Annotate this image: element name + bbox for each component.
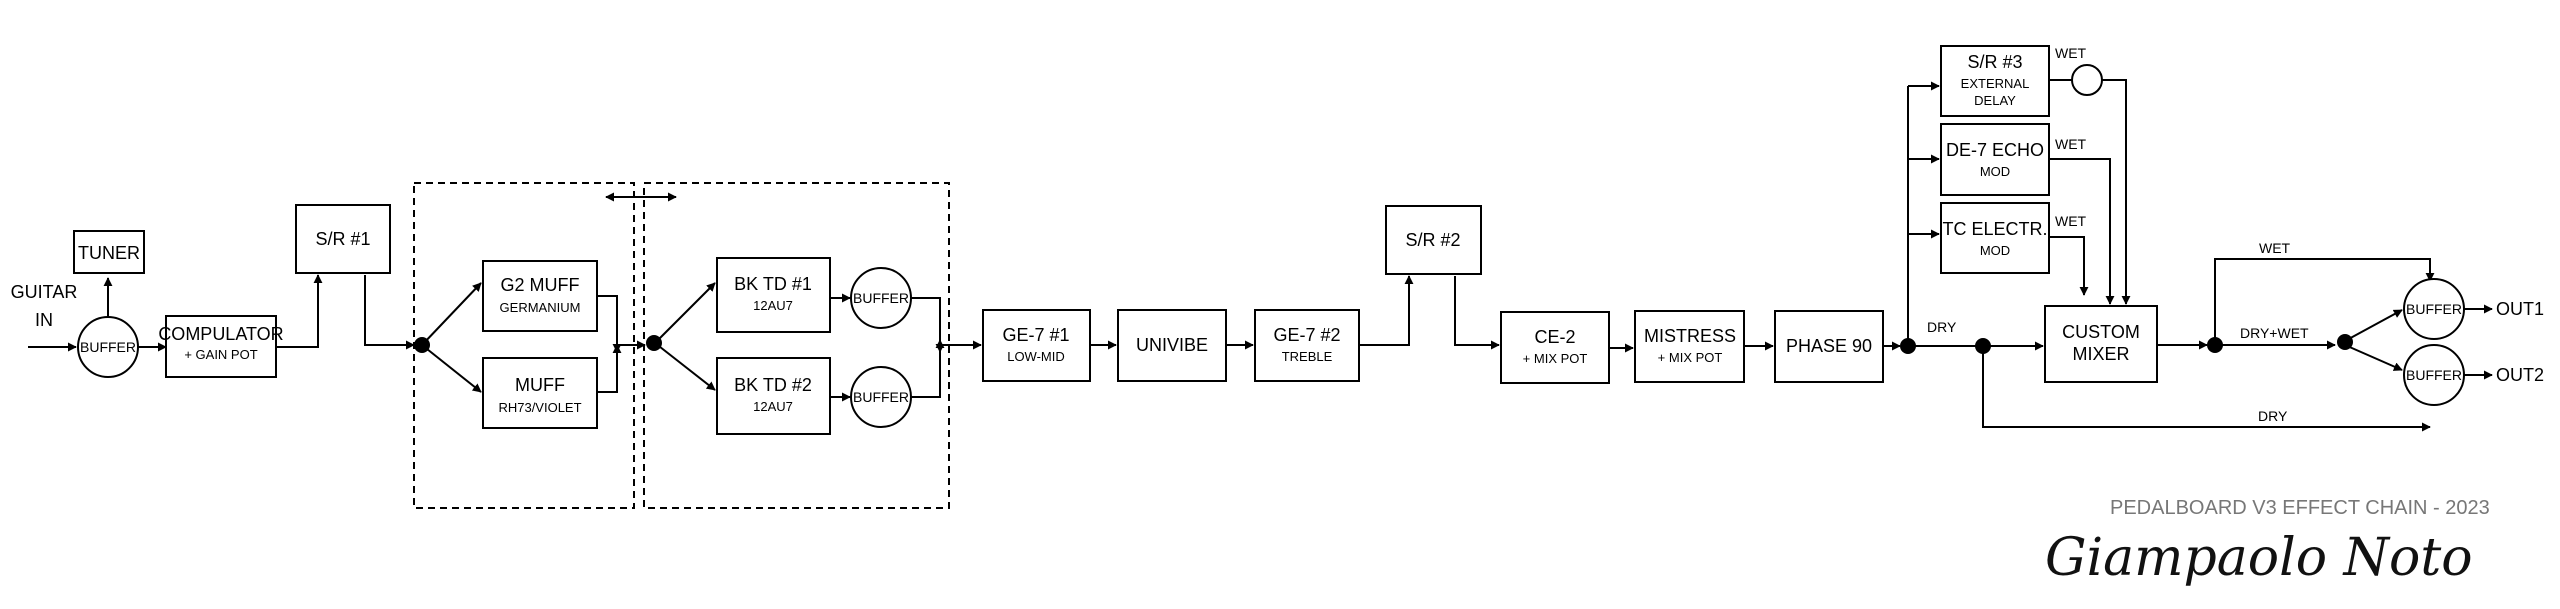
muff-box: MUFF RH73/VIOLET <box>482 357 598 429</box>
custom-mixer-label-1: CUSTOM <box>2062 322 2140 342</box>
sr1-box: S/R #1 <box>295 204 391 274</box>
dry-wet-label: DRY+WET <box>2240 325 2309 341</box>
connection-lines <box>28 79 2493 432</box>
mistress-label: MISTRESS <box>1644 326 1736 346</box>
compulator-label: COMPULATOR <box>158 324 283 344</box>
g2-muff-sublabel: GERMANIUM <box>500 300 581 315</box>
ce2-box: CE-2 + MIX POT <box>1500 311 1610 384</box>
sr3-label: S/R #3 <box>1967 52 2022 72</box>
dry-label-main: DRY <box>1927 319 1957 335</box>
buffer-td1-label: BUFFER <box>853 290 909 306</box>
bk-td2-label: BK TD #2 <box>734 375 812 395</box>
tc-electr-sublabel: MOD <box>1980 243 2010 258</box>
bk-td1-box: BK TD #1 12AU7 <box>716 257 831 333</box>
ge7-1-box: GE-7 #1 LOW-MID <box>982 309 1091 382</box>
buffer-out2-circle: BUFFER <box>2403 344 2465 406</box>
ce2-sublabel: + MIX POT <box>1523 351 1588 366</box>
custom-mixer-label-2: MIXER <box>2072 344 2129 364</box>
wet-label-de7: WET <box>2055 136 2087 152</box>
buffer-out2-label: BUFFER <box>2406 367 2462 383</box>
guitar-in-label-line1: GUITAR <box>11 282 78 302</box>
ge7-1-label: GE-7 #1 <box>1002 325 1069 345</box>
dry-label-bypass: DRY <box>2258 408 2288 424</box>
out1-label: OUT1 <box>2496 299 2544 319</box>
sr3-sublabel-2: DELAY <box>1974 93 2016 108</box>
buffer-out1-circle: BUFFER <box>2403 278 2465 340</box>
ge7-2-label: GE-7 #2 <box>1273 325 1340 345</box>
sr2-label: S/R #2 <box>1405 230 1460 250</box>
de7-echo-box: DE-7 ECHO MOD <box>1940 123 2050 196</box>
buffer-in-label: BUFFER <box>80 339 136 355</box>
bk-td2-sublabel: 12AU7 <box>753 399 793 414</box>
mistress-box: MISTRESS + MIX POT <box>1634 310 1745 383</box>
sr2-box: S/R #2 <box>1385 205 1482 275</box>
credit-text: PEDALBOARD V3 EFFECT CHAIN - 2023 <box>2110 497 2490 519</box>
dashed-group-fuzz <box>413 182 635 509</box>
sr3-box: S/R #3 EXTERNAL DELAY <box>1940 45 2050 117</box>
bk-td1-label: BK TD #1 <box>734 274 812 294</box>
custom-mixer-box: CUSTOM MIXER <box>2044 305 2158 383</box>
ce2-label: CE-2 <box>1534 327 1575 347</box>
signature: Giampaolo Noto <box>2045 528 2473 588</box>
ge7-1-sublabel: LOW-MID <box>1007 349 1065 364</box>
guitar-in-label-line2: IN <box>35 310 53 330</box>
tuner-label: TUNER <box>78 243 140 263</box>
sr3-level-knob <box>2071 64 2103 96</box>
tc-electr-label: TC ELECTR. <box>1942 219 2047 239</box>
ge7-2-sublabel: TREBLE <box>1282 349 1333 364</box>
mistress-sublabel: + MIX POT <box>1658 350 1723 365</box>
wet-label-out: WET <box>2259 240 2291 256</box>
buffer-td1-circle: BUFFER <box>850 267 912 329</box>
sr1-label: S/R #1 <box>315 229 370 249</box>
phase90-box: PHASE 90 <box>1774 310 1884 383</box>
univibe-label: UNIVIBE <box>1136 335 1208 355</box>
g2-muff-label: G2 MUFF <box>501 275 580 295</box>
buffer-td2-circle: BUFFER <box>850 366 912 428</box>
wet-label-tc: WET <box>2055 213 2087 229</box>
muff-sublabel: RH73/VIOLET <box>498 400 581 415</box>
buffer-in-circle: BUFFER <box>77 316 139 378</box>
g2-muff-box: G2 MUFF GERMANIUM <box>482 260 598 332</box>
bk-td1-sublabel: 12AU7 <box>753 298 793 313</box>
univibe-box: UNIVIBE <box>1117 309 1227 382</box>
buffer-out1-label: BUFFER <box>2406 301 2462 317</box>
compulator-sublabel: + GAIN POT <box>184 347 257 362</box>
tc-electr-box: TC ELECTR. MOD <box>1940 202 2050 274</box>
de7-echo-label: DE-7 ECHO <box>1946 140 2044 160</box>
wet-label-sr3: WET <box>2055 45 2087 61</box>
ge7-2-box: GE-7 #2 TREBLE <box>1254 309 1360 382</box>
tuner-box: TUNER <box>73 230 145 274</box>
dashed-group-drive <box>643 182 950 509</box>
de7-echo-sublabel: MOD <box>1980 164 2010 179</box>
compulator-box: COMPULATOR + GAIN POT <box>158 315 284 378</box>
out2-label: OUT2 <box>2496 365 2544 385</box>
junction-nodes <box>414 334 2353 354</box>
buffer-td2-label: BUFFER <box>853 389 909 405</box>
bk-td2-box: BK TD #2 12AU7 <box>716 357 831 435</box>
phase90-label: PHASE 90 <box>1786 336 1872 356</box>
muff-label: MUFF <box>515 375 565 395</box>
sr3-sublabel-1: EXTERNAL <box>1961 76 2030 91</box>
